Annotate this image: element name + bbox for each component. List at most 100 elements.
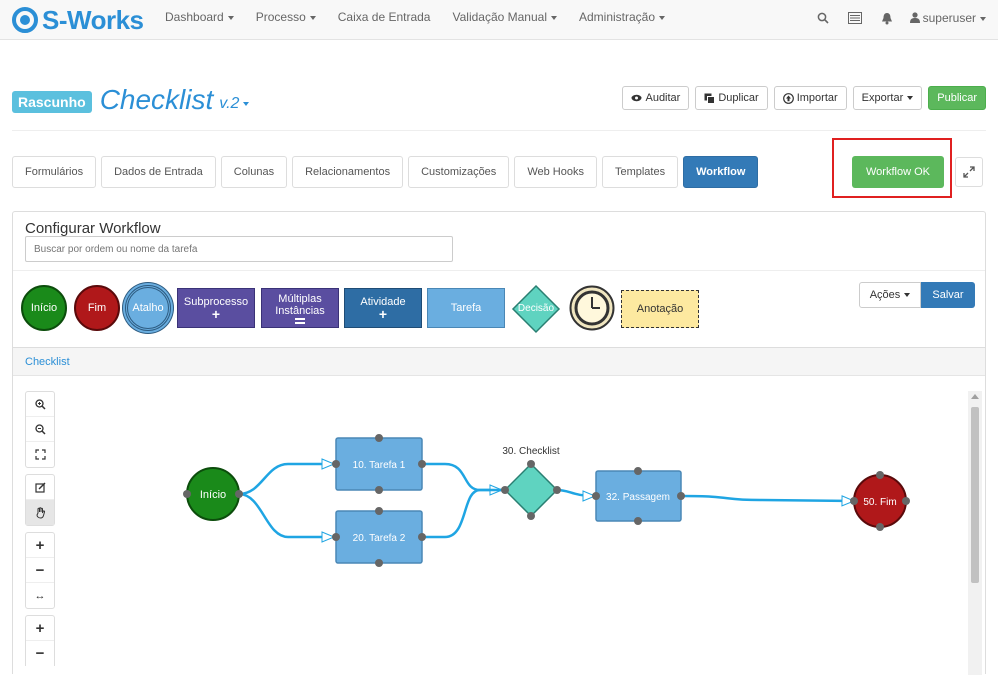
expand-button[interactable] — [955, 157, 983, 187]
version-selector[interactable]: v.2 — [219, 95, 250, 113]
salvar-button[interactable]: Salvar — [921, 282, 975, 308]
spacing-decrease-button[interactable]: − — [26, 641, 54, 666]
tab-workflow[interactable]: Workflow — [683, 156, 759, 188]
breadcrumb: Checklist — [13, 348, 985, 376]
node-inicio-label: Início — [200, 489, 226, 501]
diamond-icon — [511, 284, 561, 334]
port-dot[interactable] — [592, 492, 600, 500]
port-dot[interactable] — [876, 471, 884, 479]
workflow-ok-button[interactable]: Workflow OK — [852, 156, 944, 188]
width-button[interactable]: ↔ — [26, 583, 54, 608]
brand-logo[interactable]: S-Works — [12, 5, 144, 35]
bell-icon[interactable] — [878, 9, 896, 27]
palette-atalho[interactable]: Atalho — [125, 285, 171, 331]
tab-dados-de-entrada[interactable]: Dados de Entrada — [101, 156, 216, 188]
port-dot[interactable] — [527, 460, 535, 468]
auditar-button[interactable]: Auditar — [622, 86, 690, 110]
port-dot[interactable] — [183, 490, 191, 498]
node-fim[interactable]: 50. Fim — [850, 471, 910, 531]
menu-administracao[interactable]: Administração — [579, 10, 666, 24]
palette-multiplas-instancias[interactable]: Múltiplas Instâncias — [261, 288, 339, 328]
task-search-input[interactable] — [25, 236, 453, 262]
tab-templates[interactable]: Templates — [601, 156, 679, 188]
node-fim-label: 50. Fim — [863, 497, 896, 508]
connector-start-task1[interactable] — [238, 464, 334, 496]
palette-tarefa[interactable]: Tarefa — [427, 288, 505, 328]
increase-button[interactable]: + — [26, 533, 54, 558]
connector-decision-passage[interactable] — [556, 488, 595, 496]
port-dot[interactable] — [634, 467, 642, 475]
port-dot[interactable] — [235, 490, 243, 498]
palette-atividade[interactable]: Atividade + — [344, 288, 422, 328]
exportar-button[interactable]: Exportar — [852, 86, 923, 110]
palette-fim[interactable]: Fim — [74, 285, 120, 331]
port-dot[interactable] — [634, 517, 642, 525]
port-dot[interactable] — [418, 460, 426, 468]
pan-mode-button[interactable] — [26, 500, 54, 525]
node-tarefa-1[interactable]: 10. Tarefa 1 — [332, 434, 426, 494]
menu-processo[interactable]: Processo — [256, 10, 316, 24]
edit-mode-button[interactable] — [26, 475, 54, 500]
connector-task1-decision[interactable] — [423, 462, 502, 490]
node-tarefa-2-label: 20. Tarefa 2 — [353, 533, 406, 544]
zoom-out-button[interactable] — [26, 417, 54, 442]
palette-decisao[interactable]: Decisão — [511, 284, 561, 334]
connector-task2-decision[interactable] — [423, 488, 502, 539]
menu-caixa-de-entrada[interactable]: Caixa de Entrada — [338, 10, 431, 24]
chevron-down-icon — [904, 293, 911, 297]
palette-anotacao[interactable]: Anotação — [621, 290, 699, 328]
palette-inicio[interactable]: Início — [21, 285, 67, 331]
connector-start-task2[interactable] — [238, 492, 334, 537]
port-dot[interactable] — [375, 559, 383, 567]
port-dot[interactable] — [553, 486, 561, 494]
upload-icon — [782, 92, 794, 104]
workflow-diagram: Início 10. Tarefa 1 20. Tarefa 2 30. Che… — [183, 434, 910, 567]
tab-web-hooks[interactable]: Web Hooks — [514, 156, 597, 188]
spacing-increase-button[interactable]: + — [26, 616, 54, 641]
publicar-button[interactable]: Publicar — [928, 86, 986, 110]
user-menu[interactable]: superuser — [909, 11, 986, 25]
port-dot[interactable] — [527, 512, 535, 520]
parallel-lines-icon — [295, 317, 305, 324]
list-icon[interactable] — [846, 9, 864, 27]
port-dot[interactable] — [850, 497, 858, 505]
port-dot[interactable] — [375, 434, 383, 442]
connector-passage-end[interactable] — [680, 494, 854, 501]
breadcrumb-checklist[interactable]: Checklist — [25, 356, 70, 368]
acoes-dropdown[interactable]: Ações — [859, 282, 921, 308]
port-dot[interactable] — [677, 492, 685, 500]
palette-subprocesso[interactable]: Subprocesso + — [177, 288, 255, 328]
search-icon[interactable] — [814, 9, 832, 27]
fit-view-button[interactable] — [26, 442, 54, 467]
port-dot[interactable] — [902, 497, 910, 505]
node-decision-checklist[interactable]: 30. Checklist — [501, 446, 561, 520]
scroll-up-icon[interactable] — [971, 394, 979, 399]
menu-validacao-manual[interactable]: Validação Manual — [452, 10, 557, 24]
port-dot[interactable] — [332, 533, 340, 541]
edit-icon — [34, 482, 45, 493]
node-tarefa-2[interactable]: 20. Tarefa 2 — [332, 507, 426, 567]
port-dot[interactable] — [375, 486, 383, 494]
duplicar-button[interactable]: Duplicar — [695, 86, 768, 110]
menu-dashboard[interactable]: Dashboard — [165, 10, 234, 24]
node-inicio[interactable]: Início — [183, 467, 243, 521]
node-passagem[interactable]: 32. Passagem — [592, 467, 685, 525]
port-dot[interactable] — [418, 533, 426, 541]
tab-customizacoes[interactable]: Customizações — [408, 156, 510, 188]
chevron-down-icon — [243, 101, 250, 106]
port-dot[interactable] — [501, 486, 509, 494]
importar-button[interactable]: Importar — [773, 86, 847, 110]
canvas-scrollbar[interactable] — [968, 391, 982, 675]
decrease-button[interactable]: − — [26, 558, 54, 583]
zoom-in-button[interactable] — [26, 392, 54, 417]
page-header: Rascunho Checklist v.2 — [12, 84, 250, 116]
tab-colunas[interactable]: Colunas — [220, 156, 288, 188]
scroll-thumb[interactable] — [971, 407, 979, 583]
palette-timer[interactable] — [569, 285, 615, 331]
tab-relacionamentos[interactable]: Relacionamentos — [292, 156, 404, 188]
port-dot[interactable] — [876, 523, 884, 531]
port-dot[interactable] — [375, 507, 383, 515]
menu-validacao-manual-label: Validação Manual — [452, 10, 547, 24]
port-dot[interactable] — [332, 460, 340, 468]
tab-formularios[interactable]: Formulários — [12, 156, 97, 188]
